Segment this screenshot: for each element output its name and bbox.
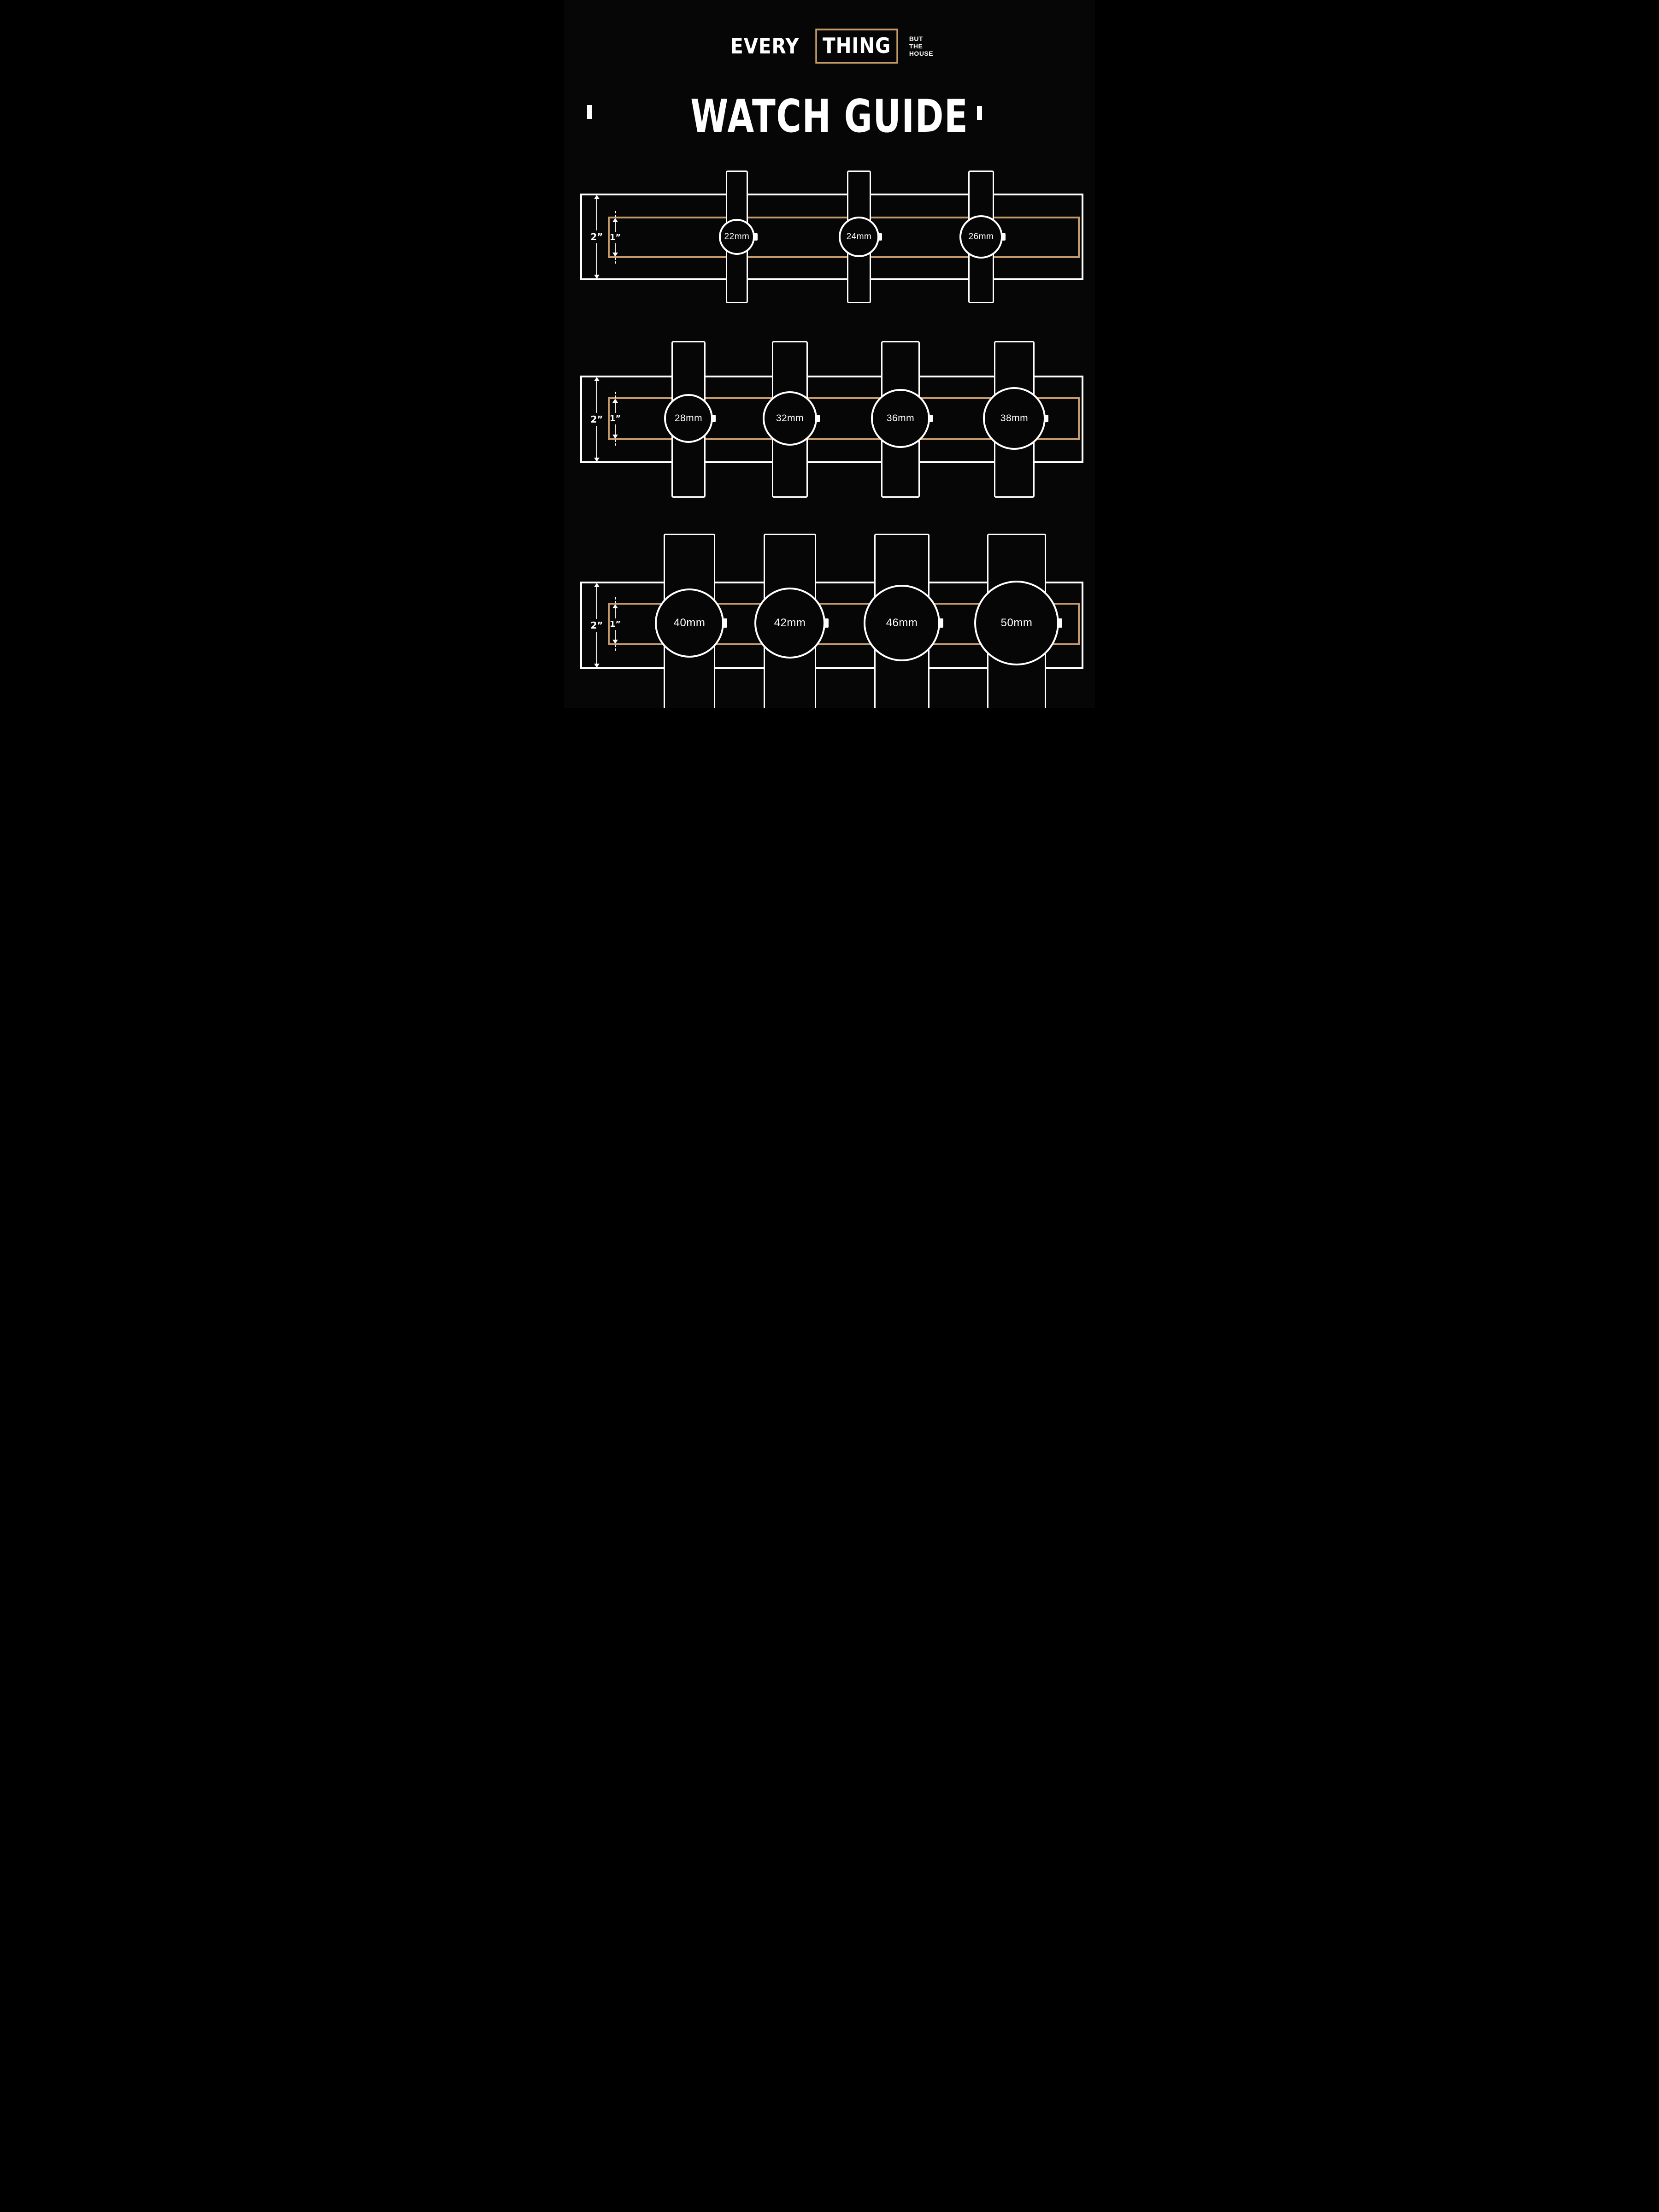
- dimension-line: [615, 403, 616, 413]
- dimension-line: [596, 243, 597, 275]
- arrow-up-icon: [612, 604, 618, 608]
- size-band-inner-row2: [608, 397, 1080, 440]
- watch-size-label: 40mm: [673, 617, 706, 629]
- watch-crown-icon: [712, 415, 716, 422]
- arrow-up-icon: [594, 195, 600, 199]
- watch-crown-icon: [939, 618, 943, 628]
- watch-face: 32mm: [763, 391, 817, 446]
- dimension-label: 1”: [609, 414, 621, 424]
- arrow-down-icon: [594, 664, 600, 668]
- watch-crown-icon: [816, 415, 820, 422]
- logo-word-every: EVERY: [730, 34, 800, 59]
- watch-face: 22mm: [719, 219, 755, 255]
- watch-crown-icon: [824, 618, 829, 628]
- watch-face: 36mm: [871, 389, 930, 448]
- dimension-line: [615, 608, 616, 618]
- dimension-line: [615, 629, 616, 640]
- watch-crown-icon: [878, 233, 882, 241]
- dimension-line: [596, 381, 597, 413]
- extension-line: [615, 258, 616, 264]
- watch-size-label: 24mm: [846, 232, 872, 241]
- watch-face: 46mm: [864, 585, 940, 661]
- watch-size-label: 22mm: [724, 232, 750, 241]
- decorative-tick-right: [977, 106, 982, 120]
- dimension-line: [615, 222, 616, 232]
- dimension-marker-2in: 2”: [590, 583, 604, 668]
- watch-size-label: 50mm: [1000, 617, 1033, 629]
- size-band-outer-row2: [580, 376, 1083, 463]
- arrow-down-icon: [612, 253, 618, 257]
- extension-line: [615, 645, 616, 651]
- watch-face: 26mm: [959, 215, 1003, 259]
- watch-crown-icon: [1001, 233, 1006, 241]
- size-band-outer-row1: [580, 194, 1083, 280]
- logo-tagline-line: THE: [909, 42, 923, 50]
- decorative-tick-left: [587, 105, 592, 119]
- dimension-label: 1”: [609, 232, 621, 242]
- watch-face: 42mm: [754, 588, 825, 659]
- arrow-up-icon: [612, 218, 618, 222]
- watch-guide-infographic: EVERY THING BUT THE HOUSE WATCH GUIDE 2”…: [564, 0, 1095, 708]
- size-band-inner-row1: [608, 217, 1080, 258]
- watch-crown-icon: [1058, 618, 1062, 628]
- dimension-line: [596, 199, 597, 230]
- watch-crown-icon: [929, 415, 933, 422]
- dimension-marker-1in: 1”: [609, 211, 621, 264]
- watch-size-label: 32mm: [776, 413, 804, 424]
- arrow-down-icon: [612, 435, 618, 439]
- extension-line: [615, 211, 616, 217]
- watch-size-label: 46mm: [886, 617, 918, 629]
- dimension-line: [596, 426, 597, 458]
- arrow-up-icon: [594, 377, 600, 381]
- watch-face: 50mm: [974, 581, 1059, 665]
- dimension-label: 2”: [590, 620, 603, 631]
- logo-word-thing: THING: [815, 29, 898, 64]
- watch-size-label: 26mm: [968, 232, 994, 241]
- watch-size-label: 28mm: [674, 413, 703, 424]
- arrow-down-icon: [612, 640, 618, 644]
- arrow-up-icon: [612, 399, 618, 403]
- watch-face: 24mm: [839, 217, 879, 257]
- watch-crown-icon: [1044, 415, 1048, 422]
- extension-line: [615, 440, 616, 446]
- dimension-marker-2in: 2”: [590, 195, 604, 279]
- watch-face: 40mm: [655, 588, 724, 658]
- size-band-inner-row3: [608, 603, 1080, 645]
- page-title-wrap: WATCH GUIDE: [564, 90, 1095, 143]
- watch-crown-icon: [723, 618, 727, 628]
- dimension-marker-1in: 1”: [609, 392, 621, 446]
- watch-crown-icon: [753, 233, 758, 241]
- brand-logo: EVERY THING BUT THE HOUSE: [564, 29, 1095, 64]
- arrow-up-icon: [594, 583, 600, 587]
- watch-size-label: 42mm: [774, 617, 806, 629]
- watch-size-label: 38mm: [1000, 413, 1029, 424]
- dimension-label: 2”: [590, 231, 603, 242]
- dimension-label: 1”: [609, 619, 621, 629]
- dimension-line: [615, 424, 616, 435]
- dimension-line: [596, 587, 597, 619]
- dimension-label: 2”: [590, 414, 603, 425]
- logo-tagline: BUT THE HOUSE: [909, 35, 933, 57]
- dimension-marker-2in: 2”: [590, 377, 604, 462]
- arrow-down-icon: [594, 275, 600, 279]
- arrow-down-icon: [594, 458, 600, 462]
- watch-size-label: 36mm: [886, 413, 915, 424]
- logo-tagline-line: BUT: [909, 35, 924, 42]
- logo-tagline-line: HOUSE: [909, 50, 934, 57]
- watch-face: 38mm: [983, 387, 1046, 450]
- watch-face: 28mm: [664, 394, 713, 443]
- page-title: WATCH GUIDE: [690, 90, 969, 143]
- dimension-marker-1in: 1”: [609, 597, 621, 651]
- size-band-outer-row3: [580, 582, 1083, 669]
- dimension-line: [615, 243, 616, 253]
- extension-line: [615, 597, 616, 603]
- dimension-line: [596, 632, 597, 664]
- extension-line: [615, 392, 616, 398]
